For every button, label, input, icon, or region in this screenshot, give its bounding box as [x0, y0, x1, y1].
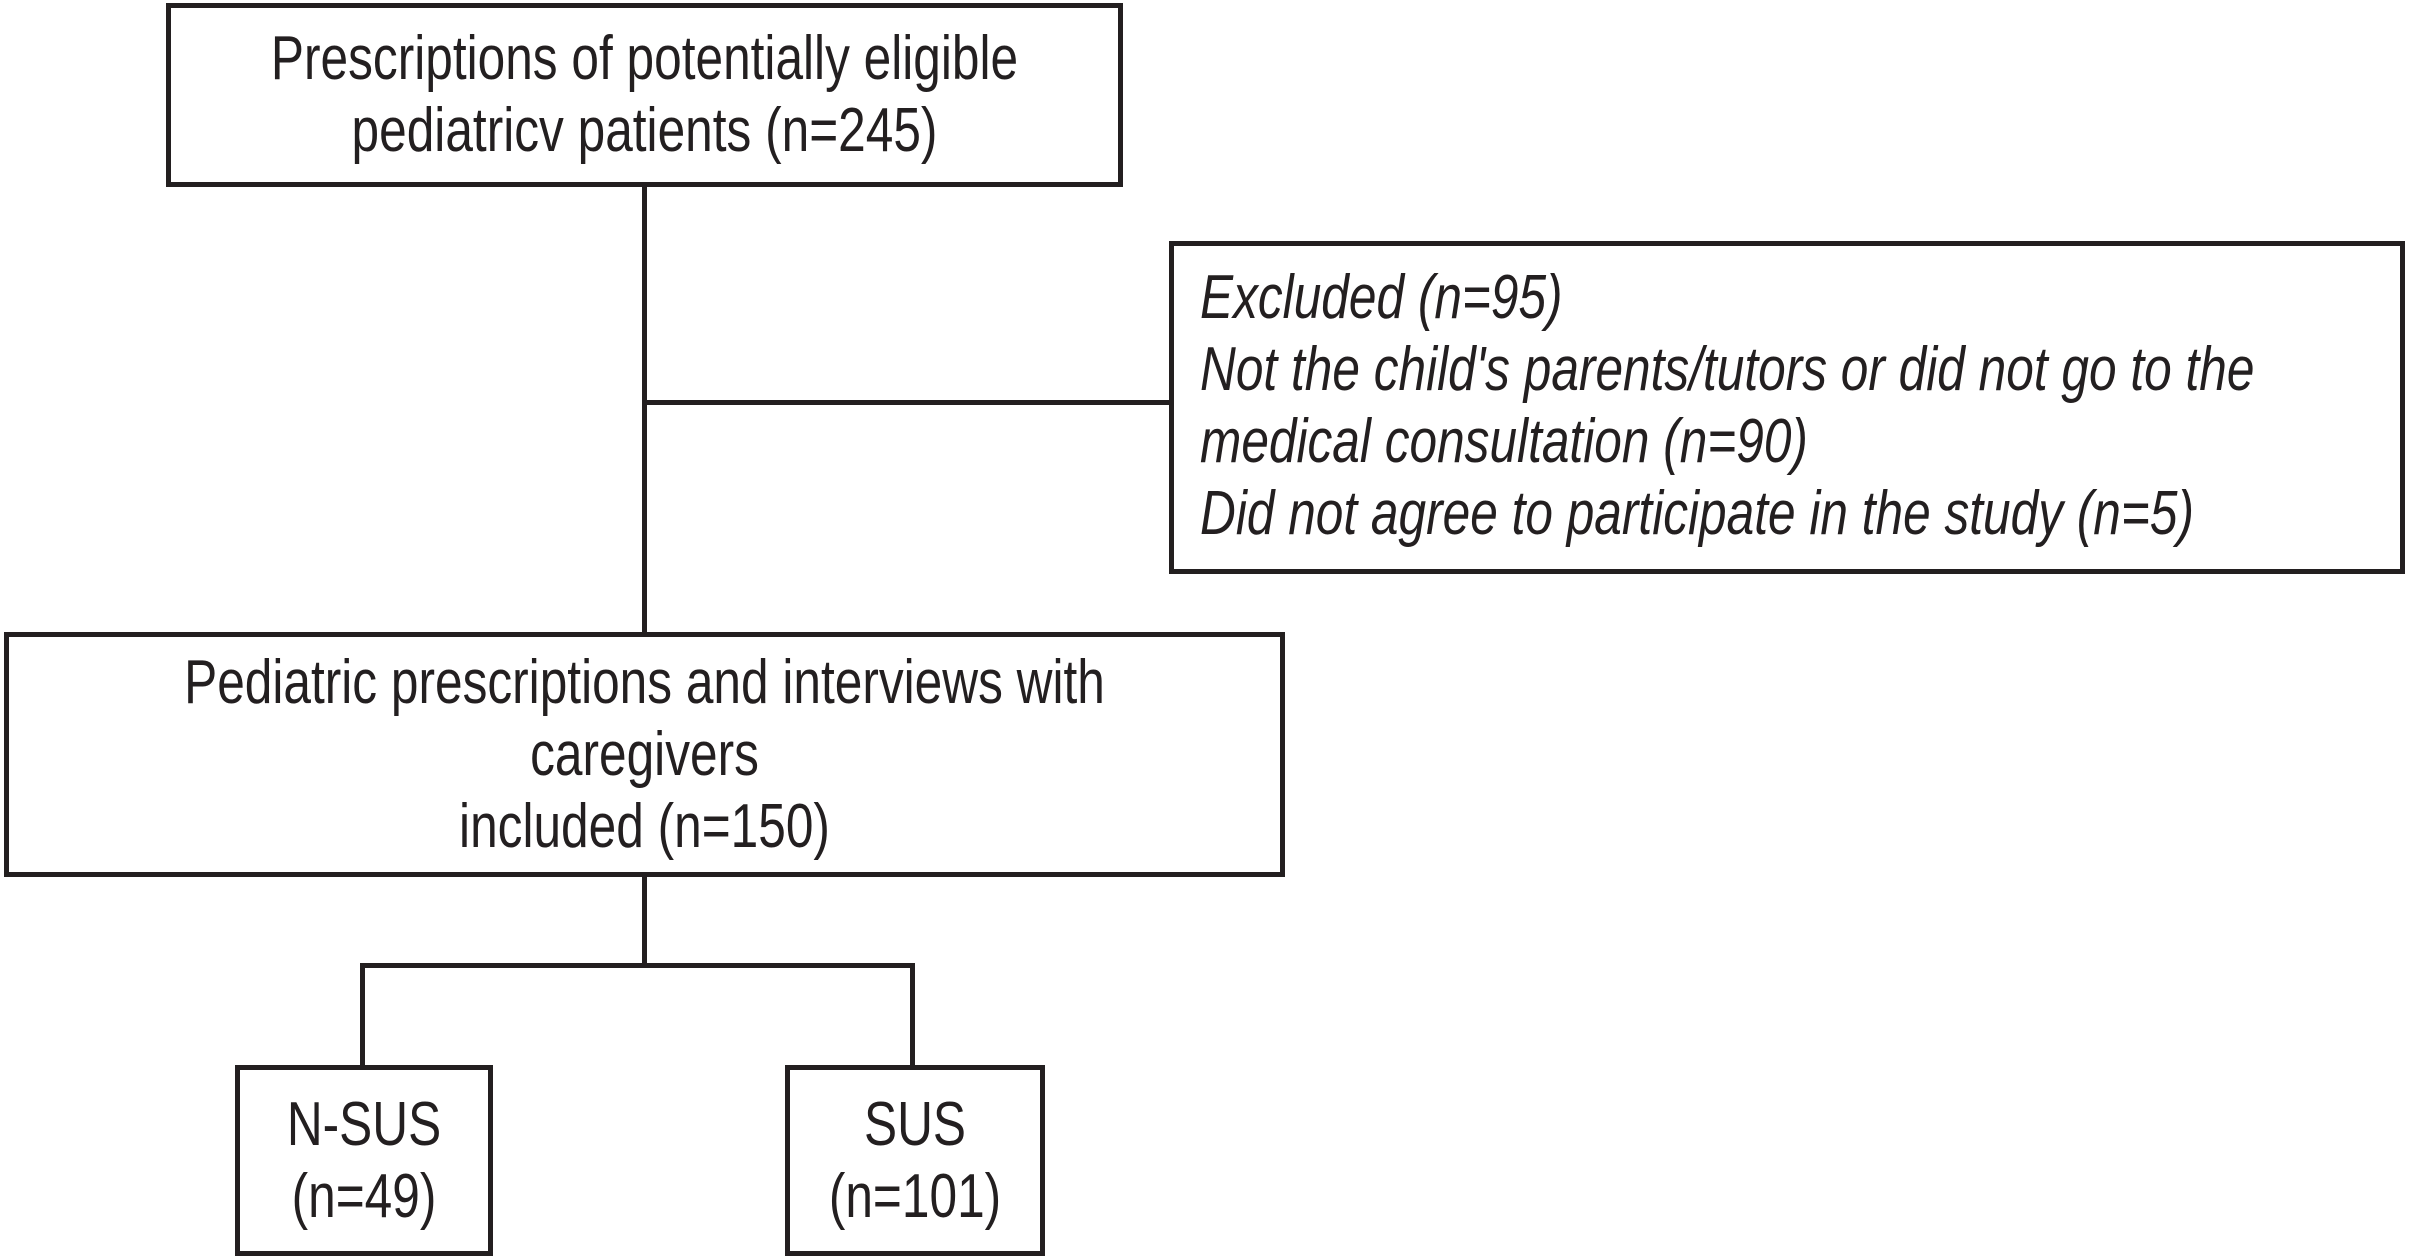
box-text-line: medical consultation (n=90): [1200, 407, 1808, 476]
box-text-line: Did not agree to participate in the stud…: [1200, 479, 2194, 548]
box-text-line: (n=101): [828, 1161, 1002, 1231]
connector-branch-to-nsus-vertical: [360, 963, 365, 1068]
connector-branch-to-sus-vertical: [910, 963, 915, 1068]
box-eligible-prescriptions: Prescriptions of potentially eligible pe…: [166, 3, 1123, 187]
box-text-line: Pediatric prescriptions and interviews w…: [184, 647, 1105, 717]
box-text-line: Not the child's parents/tutors or did no…: [1200, 335, 2255, 404]
box-text-line: pediatricv patients (n=245): [351, 96, 938, 165]
box-text-line: Prescriptions of potentially eligible: [270, 24, 1019, 93]
box-text-line: (n=49): [291, 1161, 437, 1231]
box-excluded: Excluded (n=95) Not the child's parents/…: [1169, 241, 2405, 574]
box-included: Pediatric prescriptions and interviews w…: [4, 632, 1285, 877]
box-text-line: included (n=150): [459, 791, 830, 861]
connector-to-excluded-horizontal: [642, 400, 1172, 405]
connector-branch-horizontal: [360, 963, 915, 968]
box-text-line: N-SUS: [286, 1089, 442, 1159]
box-text-line: Excluded (n=95): [1200, 263, 1563, 332]
box-n-sus: N-SUS (n=49): [235, 1065, 493, 1256]
box-text-line: caregivers: [530, 719, 759, 789]
box-sus: SUS (n=101): [785, 1065, 1045, 1256]
connector-included-to-branch-vertical: [642, 875, 647, 967]
connector-eligible-to-included-vertical: [642, 184, 647, 636]
box-text-line: SUS: [864, 1089, 966, 1159]
